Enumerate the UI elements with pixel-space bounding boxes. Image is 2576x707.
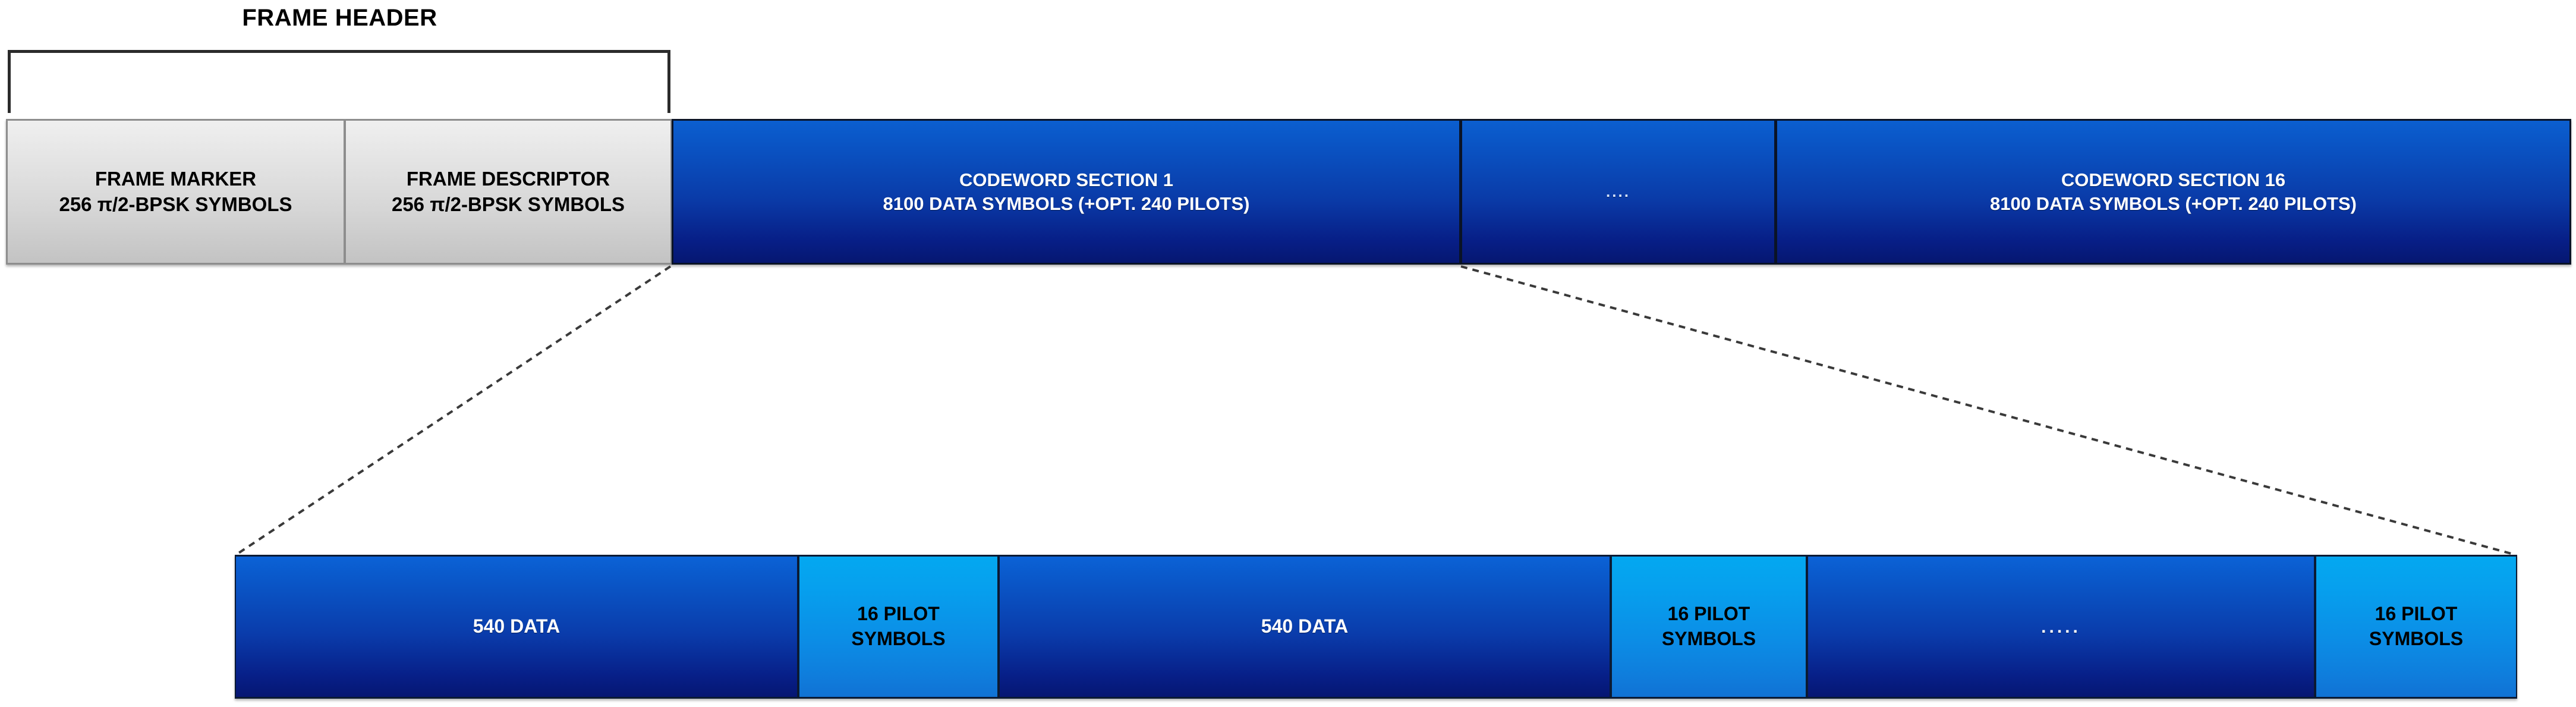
detail-segment-pilot-block-2-line2: SYMBOLS (1661, 628, 1756, 649)
frame-segment-codeword-section-16: CODEWORD SECTION 16 8100 DATA SYMBOLS (+O… (1776, 119, 2571, 265)
detail-segment-pilot-block-2-line1: 16 PILOT (1667, 603, 1750, 625)
right-zoom-line (1460, 265, 2516, 556)
detail-segment-pilot-block-1-line2: SYMBOLS (851, 628, 946, 649)
detail-segment-data-block-2: 540 DATA (999, 555, 1611, 699)
frame-segment-frame-descriptor-line2: 256 π/2-BPSK SYMBOLS (391, 193, 625, 215)
detail-segment-data-ellipsis: ..... (1807, 555, 2315, 699)
frame-segment-codeword-section-1: CODEWORD SECTION 1 8100 DATA SYMBOLS (+OP… (672, 119, 1461, 265)
frame-segment-frame-marker-line1: FRAME MARKER (95, 168, 257, 190)
frame-segment-codeword-section-16-line1: CODEWORD SECTION 16 (2061, 169, 2286, 190)
detail-segment-pilot-block-1: 16 PILOT SYMBOLS (798, 555, 999, 699)
detail-segment-data-ellipsis-line1: ..... (2041, 617, 2081, 637)
frame-segment-frame-marker-line2: 256 π/2-BPSK SYMBOLS (59, 193, 292, 215)
frame-header-bracket (8, 50, 670, 113)
detail-segment-data-block-2-line1: 540 DATA (1261, 615, 1349, 637)
frame-header-label: FRAME HEADER (242, 5, 437, 31)
detail-segment-pilot-block-3: 16 PILOT SYMBOLS (2315, 555, 2517, 699)
frame-segment-codeword-sections-ellipsis: .... (1461, 119, 1776, 265)
detail-segment-data-block-1-line1: 540 DATA (473, 615, 560, 637)
detail-segment-data-block-1: 540 DATA (235, 555, 798, 699)
frame-segment-frame-descriptor-line1: FRAME DESCRIPTOR (406, 168, 610, 190)
frame-segment-codeword-section-1-line1: CODEWORD SECTION 1 (959, 169, 1173, 190)
detail-segment-pilot-block-3-line2: SYMBOLS (2369, 628, 2464, 649)
detail-segment-pilot-block-1-line1: 16 PILOT (857, 603, 940, 625)
frame-segment-frame-descriptor: FRAME DESCRIPTOR 256 π/2-BPSK SYMBOLS (345, 119, 672, 265)
detail-segment-pilot-block-3-line1: 16 PILOT (2375, 603, 2458, 625)
frame-segment-codeword-section-1-line2: 8100 DATA SYMBOLS (+OPT. 240 PILOTS) (883, 193, 1250, 214)
frame-segment-codeword-sections-ellipsis-line1: .... (1606, 182, 1630, 200)
codeword-section-detail-bar: 540 DATA 16 PILOT SYMBOLS 540 DATA 16 PILOT S… (235, 555, 2517, 699)
frame-segment-frame-marker: FRAME MARKER 256 π/2-BPSK SYMBOLS (6, 119, 345, 265)
frame-segment-codeword-section-16-line2: 8100 DATA SYMBOLS (+OPT. 240 PILOTS) (1990, 193, 2357, 214)
left-zoom-line (235, 265, 672, 556)
detail-segment-pilot-block-2: 16 PILOT SYMBOLS (1611, 555, 1807, 699)
